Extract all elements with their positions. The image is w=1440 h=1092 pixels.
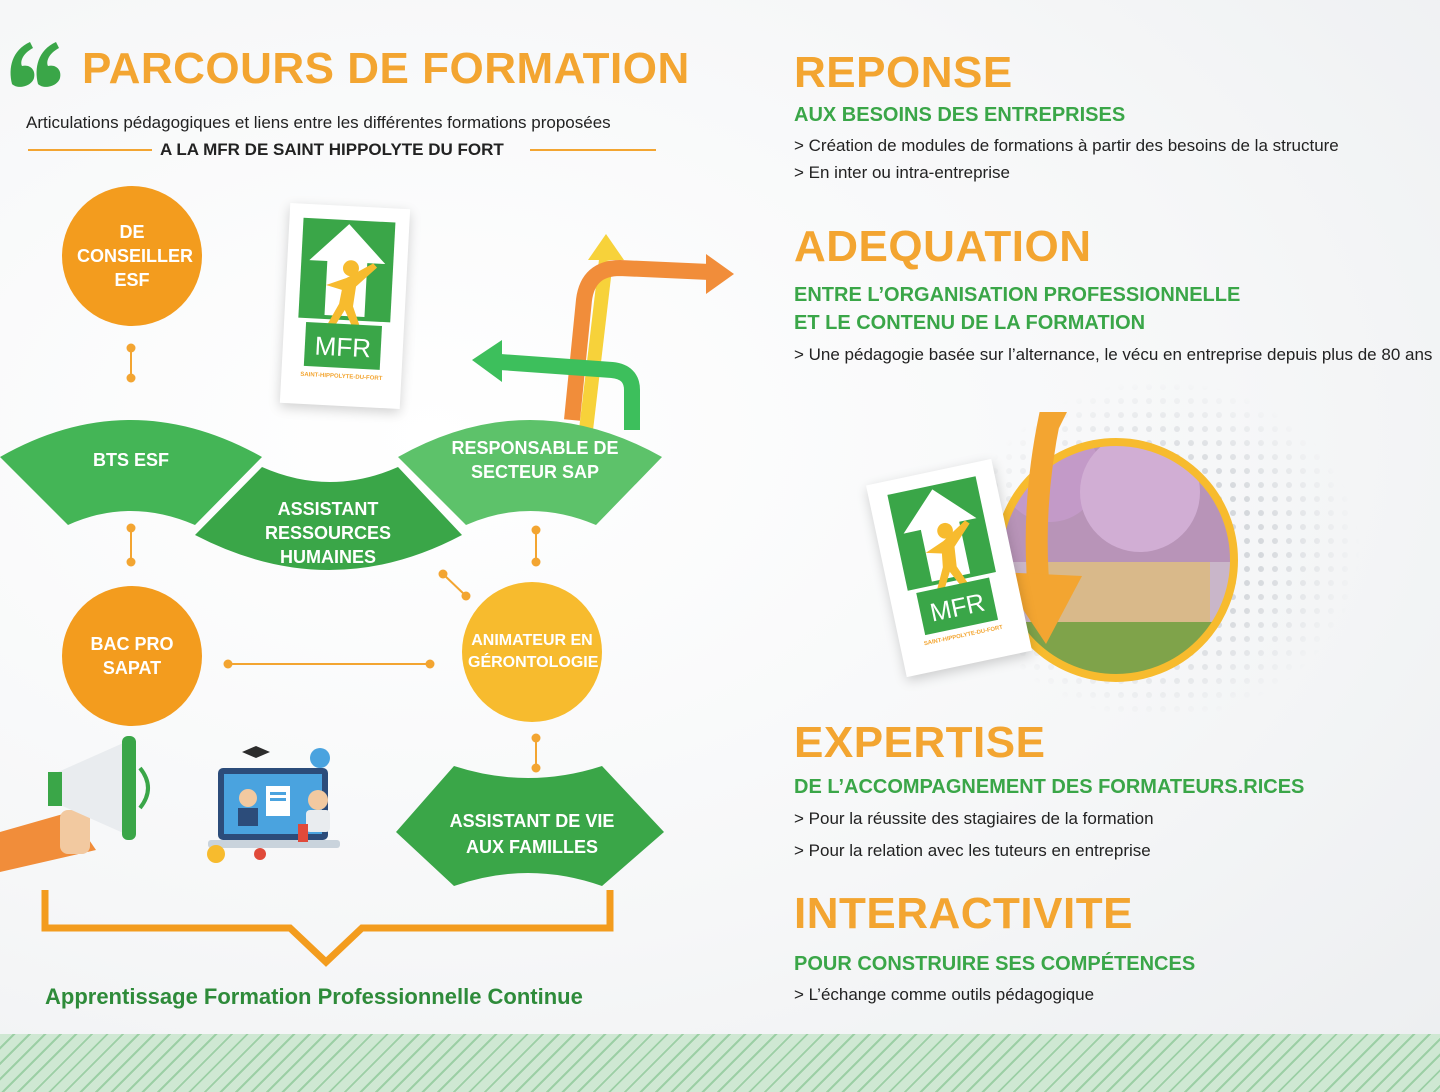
connector-lines xyxy=(41,343,614,967)
divider-left xyxy=(28,149,152,151)
expertise-line-1: > Pour la réussite des stagiaires de la … xyxy=(794,809,1154,828)
expertise-subtitle: DE L’ACCOMPAGNEMENT DES FORMATEURS.RICES xyxy=(794,776,1305,798)
page-title: PARCOURS DE FORMATION xyxy=(82,44,690,93)
node-conseiller-esf-label: DE CONSEILLER ESF xyxy=(77,222,194,290)
svg-text:MFR: MFR xyxy=(314,330,372,363)
node-bac-pro-sapat: BAC PRO SAPAT xyxy=(62,586,202,726)
page-subtitle: Articulations pédagogiques et liens entr… xyxy=(26,113,611,132)
expertise-line-2: > Pour la relation avec les tuteurs en e… xyxy=(794,841,1151,860)
node-conseiller-esf: DE CONSEILLER ESF xyxy=(62,186,202,326)
bottom-caption: Apprentissage Formation Professionnelle … xyxy=(45,984,583,1009)
reponse-subtitle: AUX BESOINS DES ENTREPRISES xyxy=(794,104,1126,126)
reponse-title: REPONSE xyxy=(794,48,1013,97)
laptop-learning-icon xyxy=(207,746,340,863)
node-animateur-gerontologie: ANIMATEUR EN GÉRONTOLOGIE xyxy=(462,582,602,722)
adequation-subtitle-1: ENTRE L’ORGANISATION PROFESSIONNELLE xyxy=(794,284,1241,306)
node-assistant-vie-label: ASSISTANT DE VIE AUX FAMILLES xyxy=(449,811,615,857)
expertise-title: EXPERTISE xyxy=(794,718,1046,767)
interactivite-title: INTERACTIVITE xyxy=(794,889,1133,938)
photo-circle-icon xyxy=(994,412,1238,682)
page-subtitle-location: A LA MFR DE SAINT HIPPOLYTE DU FORT xyxy=(160,140,504,159)
node-responsable-sap-label: RESPONSABLE DE SECTEUR SAP xyxy=(451,438,619,482)
node-assistant-rh: ASSISTANT RESSOURCES HUMAINES xyxy=(248,497,408,569)
mfr-logo-card-right: MFR SAINT-HIPPOLYTE-DU-FORT xyxy=(866,458,1032,678)
reponse-line-1: > Création de modules de formations à pa… xyxy=(794,136,1339,155)
arrows-icon xyxy=(472,234,734,431)
megaphone-icon xyxy=(0,736,150,872)
adequation-title: ADEQUATION xyxy=(794,222,1092,271)
reponse-line-2: > En inter ou intra-entreprise xyxy=(794,163,1010,182)
wave-shapes xyxy=(0,420,662,570)
node-assistant-vie: ASSISTANT DE VIE AUX FAMILLES xyxy=(430,808,634,860)
adequation-subtitle-2: ET LE CONTENU DE LA FORMATION xyxy=(794,312,1146,334)
ribbon-shape xyxy=(396,766,664,886)
interactivite-subtitle: POUR CONSTRUIRE SES COMPÉTENCES xyxy=(794,953,1196,975)
svg-text:SAINT-HIPPOLYTE-DU-FORT: SAINT-HIPPOLYTE-DU-FORT xyxy=(300,372,383,382)
node-bts-esf: BTS ESF xyxy=(92,450,169,470)
adequation-line-1: > Une pédagogie basée sur l’alternance, … xyxy=(794,345,1433,364)
quote-icon xyxy=(10,42,61,87)
node-animateur-gerontologie-label: ANIMATEUR EN GÉRONTOLOGIE xyxy=(468,632,599,671)
interactivite-line-1: > L’échange comme outils pédagogique xyxy=(794,985,1095,1004)
node-responsable-sap: RESPONSABLE DE SECTEUR SAP xyxy=(440,436,630,484)
footer-stripes xyxy=(0,1034,1440,1092)
node-bac-pro-sapat-label: BAC PRO SAPAT xyxy=(90,634,174,678)
divider-right xyxy=(530,149,656,151)
mfr-logo-card: MFR SAINT-HIPPOLYTE-DU-FORT xyxy=(279,202,411,410)
mfr-logo-icon: MFR SAINT-HIPPOLYTE-DU-FORT xyxy=(887,476,1004,647)
node-assistant-rh-label: ASSISTANT RESSOURCES HUMAINES xyxy=(264,499,392,567)
mfr-logo-icon: MFR SAINT-HIPPOLYTE-DU-FORT xyxy=(298,217,396,382)
